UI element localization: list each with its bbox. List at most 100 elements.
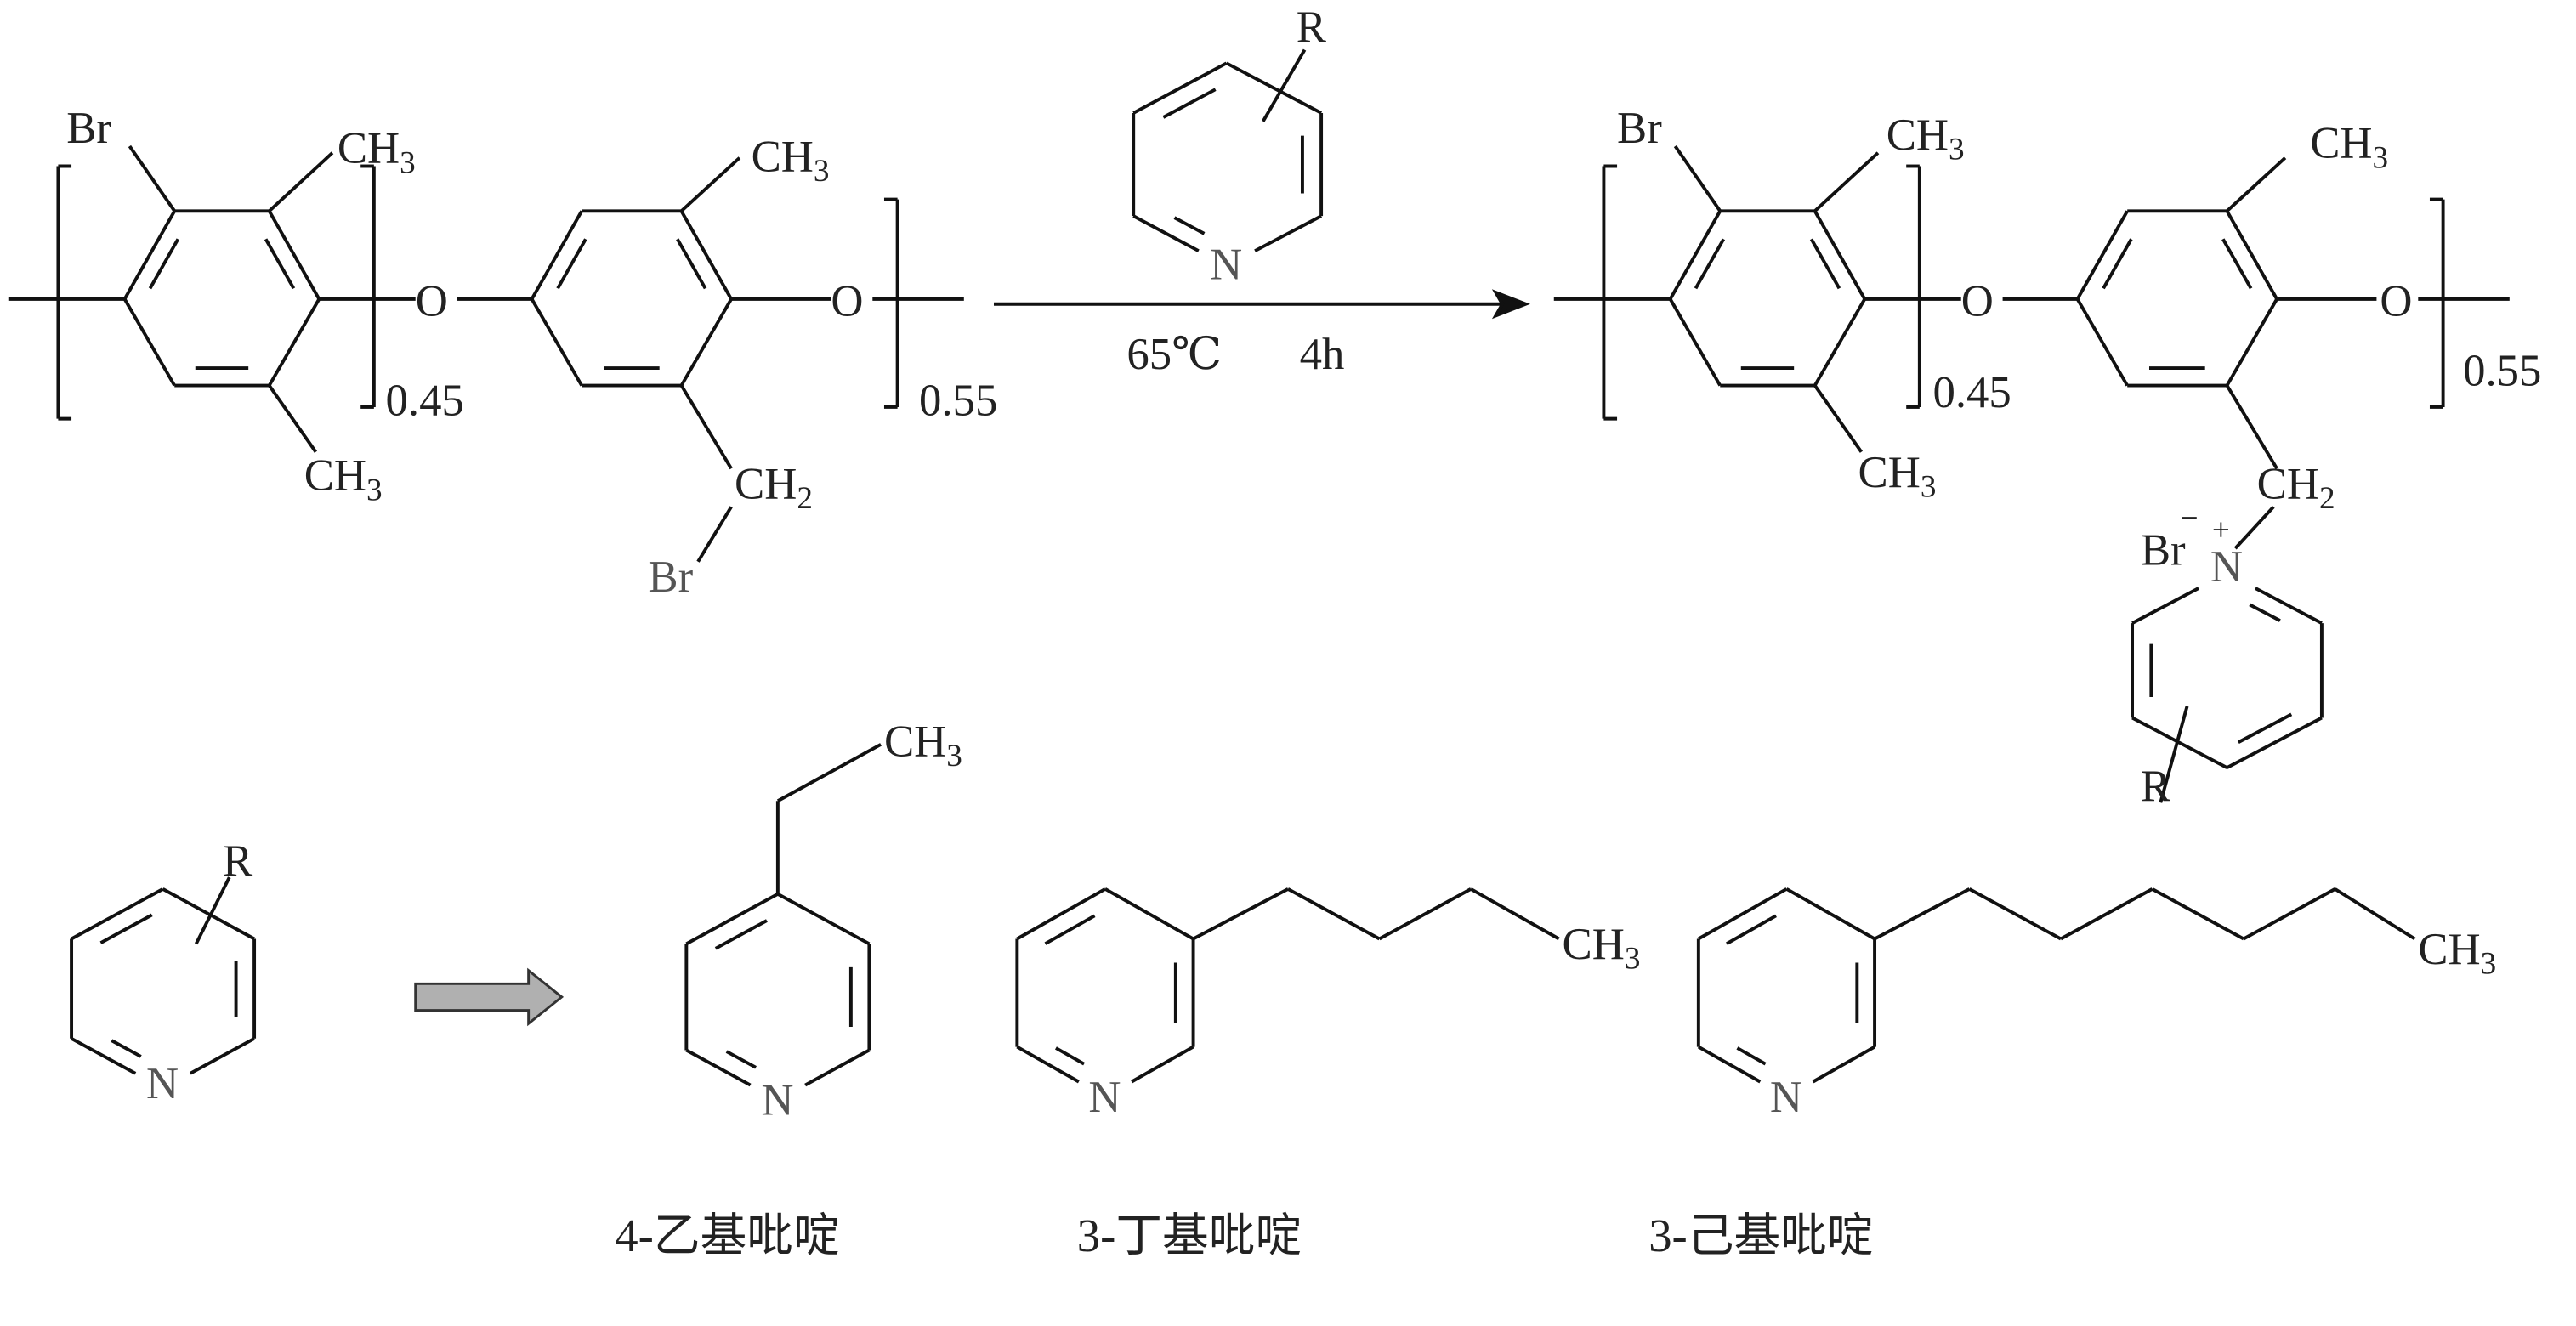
generic-ring-bond bbox=[189, 1037, 256, 1075]
hexyl-nitrogen: N bbox=[1770, 1073, 1802, 1122]
ring1-bond bbox=[267, 210, 321, 300]
br-bond bbox=[128, 144, 176, 212]
br-bond bbox=[1673, 144, 1722, 212]
reagent-ring-double-bond bbox=[1162, 88, 1217, 119]
reactant-br-benzyl: Br bbox=[648, 552, 693, 602]
hexyl-ring-double-bond bbox=[1726, 914, 1777, 945]
generic-ring-double-bond bbox=[111, 1039, 142, 1058]
hexyl-chain bbox=[1968, 887, 2062, 941]
reactant-ch3-bottom: CH3 bbox=[304, 451, 383, 508]
ring2-double-bond bbox=[676, 238, 707, 290]
reagent-pyridine: R N 65℃ 4h bbox=[1126, 3, 1344, 379]
ethyl-ch3: CH3 bbox=[884, 717, 962, 774]
ch3-bond bbox=[680, 156, 741, 212]
product-ch2: CH2 bbox=[2257, 459, 2335, 516]
butyl-ring-bond bbox=[1104, 887, 1194, 941]
butyl-chain bbox=[1378, 887, 1472, 941]
ethyl-ring-double-bond bbox=[714, 919, 768, 950]
pyridinium-bond bbox=[2131, 586, 2199, 625]
ethyl-ring-bond bbox=[776, 892, 871, 946]
ethyl-nitrogen: N bbox=[761, 1076, 793, 1125]
reagent-ring-bond bbox=[1225, 61, 1323, 115]
butyl-ring-bond bbox=[1016, 887, 1106, 941]
ring1-bond bbox=[1668, 298, 1722, 387]
ch3-bond bbox=[2226, 156, 2287, 212]
product-ch3-ring2: CH3 bbox=[2310, 119, 2388, 176]
reagent-ring-bond bbox=[1132, 214, 1200, 252]
hexyl-chain bbox=[2334, 887, 2416, 941]
ring2-bond bbox=[2075, 210, 2129, 300]
ch2-bond bbox=[2225, 384, 2278, 470]
hexyl-ch3: CH3 bbox=[2418, 925, 2496, 982]
ch3-bond bbox=[268, 384, 318, 453]
ring2-double-bond bbox=[556, 238, 587, 290]
generic-r-group: R bbox=[223, 836, 253, 886]
product-polymer: Br CH3 CH3 O 0.45 CH3 O 0.55 CH2 Br − + … bbox=[1617, 104, 2541, 811]
reagent-ring-bond bbox=[1254, 214, 1323, 252]
butyl-ring-double-bond bbox=[1054, 1046, 1086, 1066]
ring1-bond bbox=[1813, 298, 1867, 387]
pyridinium-double-bond bbox=[2237, 712, 2293, 744]
ring2-bond bbox=[679, 298, 733, 387]
ring2-bond bbox=[2225, 210, 2278, 300]
reagent-nitrogen: N bbox=[1210, 240, 1242, 289]
label-3-hexylpyridine: 3-己基吡啶 bbox=[1648, 1210, 1873, 1261]
butyl-ring-bond bbox=[1016, 1045, 1080, 1084]
r-bond bbox=[2159, 706, 2189, 803]
ring1-bond bbox=[122, 298, 176, 387]
butyl-ch3: CH3 bbox=[1563, 920, 1641, 977]
ring1-bond bbox=[267, 298, 321, 387]
arrow-head-icon bbox=[1491, 289, 1530, 320]
product-subscript-045: 0.45 bbox=[1932, 368, 2011, 417]
product-oxygen-1: O bbox=[1961, 276, 1994, 326]
ring2-bond bbox=[530, 298, 583, 387]
generic-ring-double-bond bbox=[99, 913, 153, 944]
ch3-bond bbox=[268, 151, 334, 212]
pyridinium-double-bond bbox=[2249, 603, 2281, 622]
product-r-group: R bbox=[2141, 762, 2171, 811]
ring2-double-bond bbox=[2221, 238, 2253, 290]
product-br-aryl: Br bbox=[1617, 104, 1662, 153]
hexyl-chain bbox=[2243, 887, 2336, 941]
ring1-double-bond bbox=[148, 238, 180, 290]
butyl-chain bbox=[1287, 887, 1381, 941]
ch2-br-bond bbox=[696, 506, 733, 563]
reactant-ch3-ring2: CH3 bbox=[752, 132, 830, 189]
condition-time: 4h bbox=[1300, 330, 1345, 379]
generic-ring-bond bbox=[71, 887, 164, 941]
block-arrow-icon bbox=[414, 967, 565, 1027]
ethyl-ring-bond bbox=[685, 892, 779, 946]
product-ch3-bottom: CH3 bbox=[1858, 448, 1937, 505]
reactant-subscript-045: 0.45 bbox=[386, 377, 464, 426]
hexyl-ring-bond bbox=[1812, 1045, 1876, 1084]
product-pyridinium-nitrogen: N bbox=[2210, 542, 2243, 592]
ring2-bond bbox=[679, 210, 733, 300]
ring1-double-bond bbox=[264, 238, 296, 290]
ring2-bond bbox=[2225, 298, 2278, 387]
ch3-bond bbox=[1813, 384, 1864, 453]
reactant-oxygen-2: O bbox=[831, 276, 863, 326]
ethyl-ring-bond bbox=[804, 1048, 871, 1087]
condition-temperature: 65℃ bbox=[1126, 330, 1222, 379]
product-ch3-top: CH3 bbox=[1887, 110, 1965, 167]
ethyl-chain bbox=[776, 743, 882, 802]
product-bromide-ion: Br bbox=[2141, 526, 2186, 575]
generic-ring-bond bbox=[71, 1037, 137, 1075]
butyl-chain bbox=[1192, 887, 1289, 941]
ch2-bond bbox=[679, 384, 733, 470]
hexyl-ring-bond bbox=[1697, 1045, 1762, 1084]
reactant-ch3-top: CH3 bbox=[338, 124, 416, 181]
ch3-bond bbox=[1813, 151, 1880, 212]
pyridinium-bond bbox=[2255, 586, 2323, 625]
generic-nitrogen: N bbox=[146, 1059, 179, 1108]
product-negative-charge: − bbox=[2181, 502, 2199, 536]
reagent-ring-double-bond bbox=[1173, 216, 1206, 235]
product-subscript-055: 0.55 bbox=[2463, 347, 2541, 396]
ethyl-ring-bond bbox=[685, 1048, 752, 1087]
generic-ring-bond bbox=[162, 887, 256, 941]
reactant-br-aryl: Br bbox=[66, 104, 111, 153]
ring1-bond bbox=[122, 210, 176, 300]
reactant-ch2: CH2 bbox=[735, 459, 813, 516]
hexyl-ring-bond bbox=[1785, 887, 1876, 941]
